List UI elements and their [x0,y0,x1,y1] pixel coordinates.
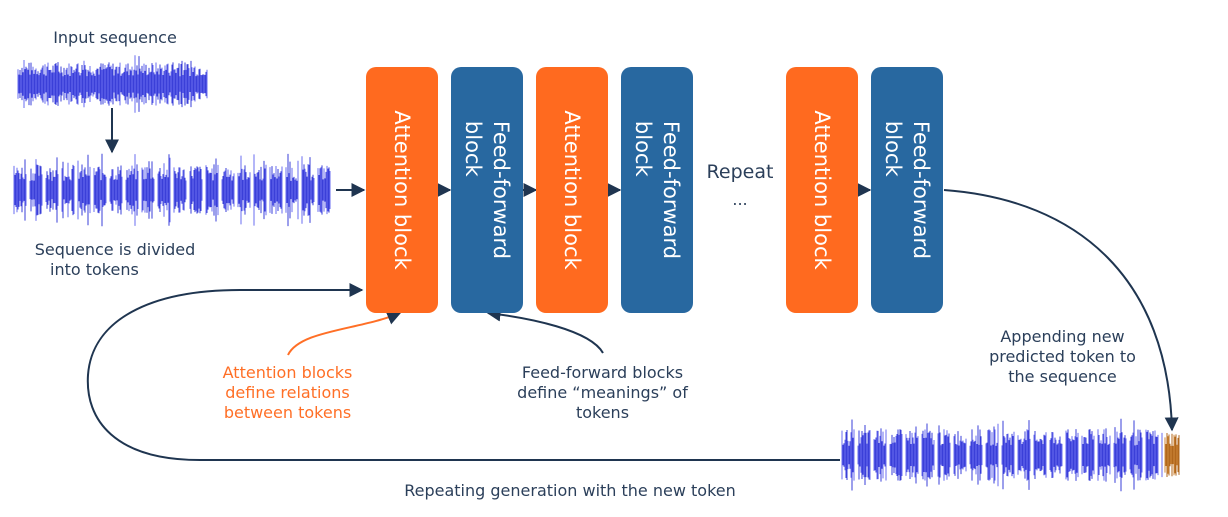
repeat-ellipsis: ... [732,190,748,209]
attention-block-3-label: Attention block [810,110,834,270]
ff-note-line1: Feed-forward blocks [521,363,684,382]
append-note-line2: predicted token to [989,347,1136,366]
feedback-loop-arrow [86,283,840,461]
append-note-line1: Appending new [1000,327,1125,346]
attention-block-1: Attention block [366,67,438,313]
arrow-output-to-sequence [943,189,1179,432]
output-sequence-waveform [841,418,1163,492]
input-sequence-waveform [17,55,208,113]
ff-note-line2: define “meanings” of [517,383,688,402]
ff-note-arrow [486,307,604,354]
divided-tokens-line2: into tokens [50,260,139,279]
new-token-waveform [1164,433,1180,477]
attention-note-line2: define relations [225,383,350,402]
feed-forward-block-2-label: Feed-forward block [631,120,683,260]
repeat-generation-label: Repeating generation with the new token [404,481,736,500]
input-sequence-label: Input sequence [53,28,177,47]
ff-note: Feed-forward blocks define “meanings” of… [495,363,710,423]
attention-block-2-label: Attention block [560,110,584,270]
repeat-label: Repeat [706,161,774,183]
feed-forward-block-1: Feed-forward block [451,67,523,313]
tokenized-sequence-waveform [13,153,331,227]
attention-block-1-label: Attention block [390,110,414,270]
feed-forward-block-1-label: Feed-forward block [461,120,513,260]
append-token-note: Appending new predicted token to the seq… [965,327,1160,387]
divided-tokens-label: Sequence is divided into tokens [20,240,210,280]
feed-forward-block-3: Feed-forward block [871,67,943,313]
ff-note-line3: tokens [575,403,630,422]
attention-note: Attention blocks define relations betwee… [200,363,375,423]
divided-tokens-line1: Sequence is divided [34,240,196,259]
feed-forward-block-3-label: Feed-forward block [881,120,933,260]
attention-block-3: Attention block [786,67,858,313]
feed-forward-block-2: Feed-forward block [621,67,693,313]
attention-block-2: Attention block [536,67,608,313]
attention-note-line1: Attention blocks [222,363,353,382]
append-note-line3: the sequence [1008,367,1117,386]
attention-note-line3: between tokens [223,403,352,422]
attention-note-arrow [287,311,402,356]
